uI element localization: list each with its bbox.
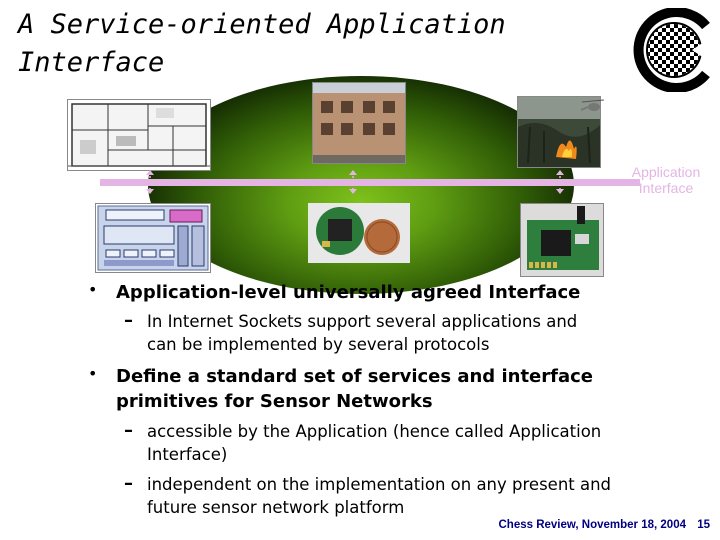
bullet-1: Application-level universally agreed Int…: [116, 280, 706, 305]
bullet-2-line-2: primitives for Sensor Networks: [116, 391, 433, 412]
chess-logo: [633, 8, 710, 92]
bullet-1-line-1: Application-level universally agreed Int…: [116, 282, 581, 303]
floor-plan-image: [67, 99, 211, 171]
application-interface-label: Application Interface: [612, 164, 720, 196]
application-interface-bar: [100, 179, 640, 186]
subbullet-marker: –: [124, 473, 133, 494]
subbullet-marker: –: [124, 420, 133, 441]
sub-line: future sensor network platform: [147, 498, 405, 517]
software-diagram-image: [95, 203, 211, 273]
page-number: 15: [697, 519, 710, 531]
sensor-node-image: [308, 203, 410, 263]
sub-line: Interface): [147, 445, 228, 464]
slide-footer: Chess Review, November 18, 2004 15: [470, 519, 710, 531]
subbullet-marker: –: [124, 310, 133, 331]
bullet-2-sub-1: accessible by the Application (hence cal…: [147, 420, 707, 466]
bullet-1-sub-1: In Internet Sockets support several appl…: [147, 310, 707, 356]
sub-line: can be implemented by several protocols: [147, 335, 490, 354]
title-line-2: Interface: [18, 47, 165, 78]
bullet-2-line-1: Define a standard set of services and in…: [116, 366, 593, 387]
helicopter-image: [580, 99, 605, 111]
mote-board-image: [520, 203, 604, 277]
double-arrow-icon: [349, 170, 357, 194]
bullet-marker: •: [88, 364, 98, 383]
bullet-2-sub-2: independent on the implementation on any…: [147, 473, 707, 519]
sub-line: independent on the implementation on any…: [147, 475, 612, 494]
double-arrow-icon: [556, 170, 564, 194]
title-line-1: A Service-oriented Application: [18, 9, 506, 40]
slide-title: A Service-oriented Application Interface: [18, 6, 578, 82]
sub-line: In Internet Sockets support several appl…: [147, 312, 578, 331]
building-image: [312, 82, 406, 164]
interface-label-line-2: Interface: [638, 180, 694, 196]
interface-label-line-1: Application: [631, 164, 701, 180]
footer-text: Chess Review, November 18, 2004: [498, 519, 686, 531]
double-arrow-icon: [146, 170, 154, 194]
bullet-2: Define a standard set of services and in…: [116, 364, 706, 414]
sub-line: accessible by the Application (hence cal…: [147, 422, 602, 441]
bullet-marker: •: [88, 280, 98, 299]
